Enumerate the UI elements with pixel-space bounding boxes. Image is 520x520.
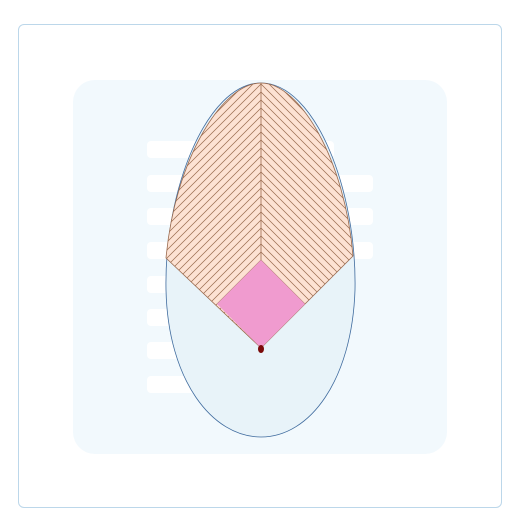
hatch-line <box>166 163 262 275</box>
hatch-line <box>166 147 262 259</box>
diamond-shape <box>217 260 305 348</box>
hatch-line <box>166 155 262 267</box>
dot-marker <box>258 345 264 353</box>
seed-kernel <box>165 82 354 349</box>
hatch-line <box>260 163 353 275</box>
